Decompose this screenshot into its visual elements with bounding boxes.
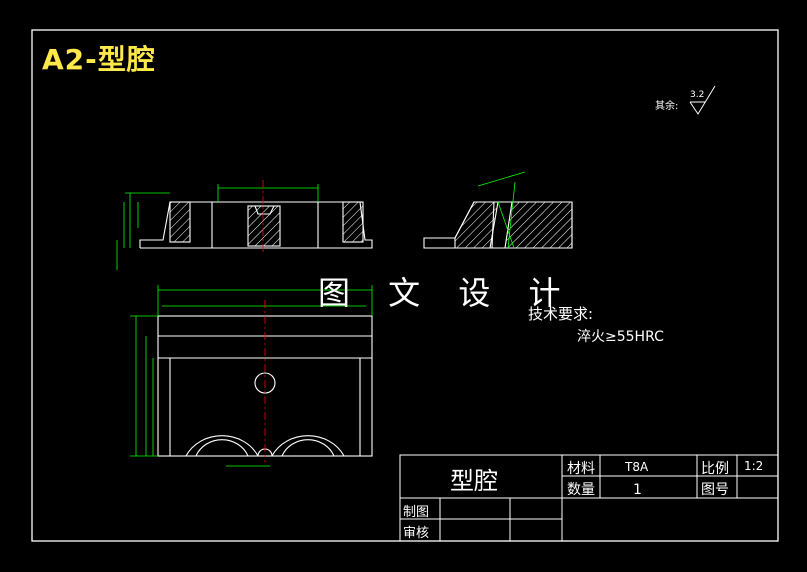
quantity-label: 数量 [567,482,595,498]
quantity-value: 1 [633,482,642,498]
drawn-by-label: 制图 [403,505,430,520]
technical-heading: 技术要求: [528,305,594,323]
roughness-value: 3.2 [690,90,705,100]
scale-label: 比例 [701,461,729,477]
drawing-number-label: 图号 [701,482,729,498]
front-view-dims [130,285,373,467]
checked-by-label: 审核 [403,526,430,541]
material-value: T8A [625,460,649,474]
title-block-grid [399,454,779,542]
roughness-prefix: 其余: [655,101,679,112]
part-name: 型腔 [450,467,498,495]
technical-item: 淬火≥55HRC [577,329,664,345]
watermark-text: 图 文 设 计 [318,274,575,312]
drawing-title: A2-型腔 [42,43,156,76]
roughness-symbol [689,85,716,115]
section-view-top [139,201,373,249]
partial-section-dims [477,171,526,249]
section-view-top-dims [116,184,319,270]
partial-section-view [423,201,573,249]
scale-value: 1:2 [744,459,764,473]
material-label: 材料 [567,461,595,477]
